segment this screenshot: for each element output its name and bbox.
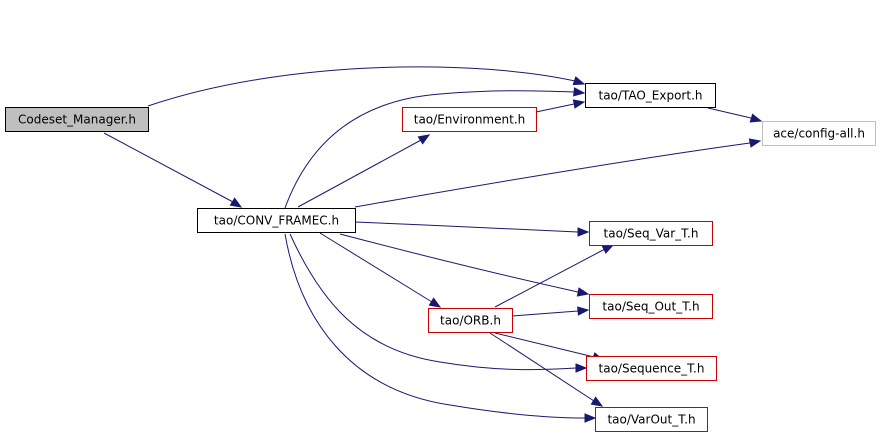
edge-line	[339, 233, 579, 293]
node-codeset-manager: Codeset_Manager.h	[5, 107, 149, 132]
node-label: tao/Seq_Out_T.h	[602, 300, 699, 314]
node-config-all[interactable]: ace/config-all.h	[762, 121, 876, 146]
edge-line	[354, 221, 579, 233]
arrowhead	[573, 87, 586, 97]
edge-codeset_manager-to-tao_export	[147, 66, 586, 107]
edge-line	[147, 66, 576, 107]
node-box	[595, 407, 708, 432]
nodes-layer: Codeset_Manager.h tao/CONV_FRAMEC.h tao/TA…	[5, 83, 876, 432]
edge-conv_framec-to-tao_export	[284, 87, 586, 209]
edge-line	[297, 139, 422, 208]
edge-line	[284, 90, 576, 209]
edge-line	[511, 310, 579, 317]
node-sequence-t[interactable]: tao/Sequence_T.h	[586, 356, 717, 381]
edge-line	[535, 103, 575, 113]
node-label: tao/Sequence_T.h	[599, 362, 705, 376]
edge-tao_export-to-config_all	[707, 107, 763, 123]
edge-conv_framec-to-config_all	[354, 138, 762, 208]
node-conv-framec[interactable]: tao/CONV_FRAMEC.h	[197, 208, 356, 233]
edge-environment-to-tao_export	[535, 99, 586, 113]
node-label: tao/Environment.h	[414, 113, 526, 127]
edge-line	[319, 232, 433, 303]
node-box	[402, 107, 537, 132]
arrowhead	[590, 396, 604, 407]
node-box	[589, 294, 713, 319]
arrowhead	[572, 76, 586, 86]
edge-orb-to-seq_out_t	[511, 306, 590, 317]
node-environment[interactable]: tao/Environment.h	[402, 107, 537, 132]
edge-line	[707, 107, 752, 119]
edge-conv_framec-to-seq_out_t	[339, 233, 590, 297]
arrowhead	[575, 363, 588, 373]
node-label: ace/config-all.h	[773, 127, 865, 141]
node-seq-var-t[interactable]: tao/Seq_Var_T.h	[589, 221, 713, 246]
node-box	[428, 308, 513, 333]
node-box	[589, 221, 713, 246]
node-box	[586, 356, 717, 381]
node-box	[585, 83, 716, 108]
arrowhead	[229, 197, 243, 208]
node-label: tao/Seq_Var_T.h	[604, 227, 699, 241]
arrowhead	[584, 413, 597, 423]
node-label: tao/CONV_FRAMEC.h	[214, 214, 339, 228]
arrowhead	[749, 113, 763, 123]
edge-conv_framec-to-varout_t	[284, 233, 597, 423]
arrowhead	[572, 99, 586, 109]
edge-line	[494, 248, 606, 308]
arrowhead	[748, 138, 762, 148]
arrowhead	[576, 287, 590, 297]
node-orb[interactable]: tao/ORB.h	[428, 308, 513, 333]
edge-line	[103, 132, 234, 203]
edge-conv_framec-to-sequence_t	[289, 233, 588, 373]
edge-line	[289, 233, 577, 371]
node-label: tao/VarOut_T.h	[607, 413, 695, 427]
arrowhead	[428, 297, 442, 308]
node-varout-t[interactable]: tao/VarOut_T.h	[595, 407, 708, 432]
edge-conv_framec-to-orb	[319, 232, 442, 308]
arrowhead	[601, 244, 615, 254]
edge-line	[494, 332, 595, 358]
node-seq-out-t[interactable]: tao/Seq_Out_T.h	[589, 294, 713, 319]
arrowhead	[577, 227, 590, 237]
edge-line	[284, 233, 586, 419]
node-box	[197, 208, 356, 233]
edge-line	[354, 142, 751, 208]
node-label: Codeset_Manager.h	[18, 113, 136, 127]
node-label: tao/ORB.h	[440, 314, 501, 328]
edge-conv_framec-to-environment	[297, 134, 431, 208]
edge-line	[489, 332, 595, 402]
node-tao-export[interactable]: tao/TAO_Export.h	[585, 83, 716, 108]
node-box	[5, 107, 149, 132]
edge-orb-to-varout_t	[489, 332, 604, 407]
edges-layer	[103, 66, 763, 423]
arrowhead	[577, 306, 590, 316]
arrowhead	[417, 134, 431, 145]
node-box	[762, 121, 876, 146]
node-label: tao/TAO_Export.h	[599, 89, 703, 103]
edge-codeset_manager-to-conv_framec	[103, 132, 243, 208]
edge-conv_framec-to-seq_var_t	[354, 221, 590, 237]
